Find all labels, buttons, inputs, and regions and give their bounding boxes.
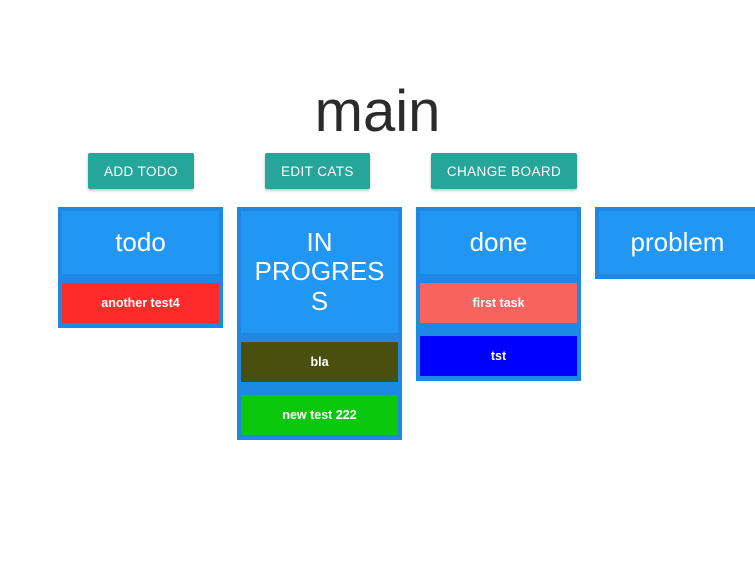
column-header-problem: problem: [599, 211, 755, 275]
kanban-board: todo another test4 IN PROGRESS bla new t…: [58, 207, 755, 441]
card-item[interactable]: first task: [420, 283, 577, 324]
card-item[interactable]: new test 222: [241, 395, 398, 436]
card-item[interactable]: tst: [420, 336, 577, 377]
card-item[interactable]: bla: [241, 342, 398, 383]
page-title: main: [314, 78, 441, 144]
add-todo-button[interactable]: ADD TODO: [88, 153, 194, 189]
card-list-todo: another test4: [62, 274, 219, 324]
column-todo[interactable]: todo another test4: [58, 207, 223, 329]
column-in-progress[interactable]: IN PROGRESS bla new test 222: [237, 207, 402, 441]
card-list-done: first task tst: [420, 274, 577, 377]
card-list-in-progress: bla new test 222: [241, 333, 398, 436]
column-done[interactable]: done first task tst: [416, 207, 581, 382]
change-board-button[interactable]: CHANGE BOARD: [430, 153, 578, 189]
column-problem[interactable]: problem: [595, 207, 755, 280]
column-header-in-progress: IN PROGRESS: [241, 211, 398, 334]
column-header-todo: todo: [62, 211, 219, 275]
column-header-done: done: [420, 211, 577, 275]
toolbar: ADD TODO EDIT CATS CHANGE BOARD: [88, 153, 578, 189]
card-item[interactable]: another test4: [62, 283, 219, 324]
edit-cats-button[interactable]: EDIT CATS: [264, 153, 370, 189]
